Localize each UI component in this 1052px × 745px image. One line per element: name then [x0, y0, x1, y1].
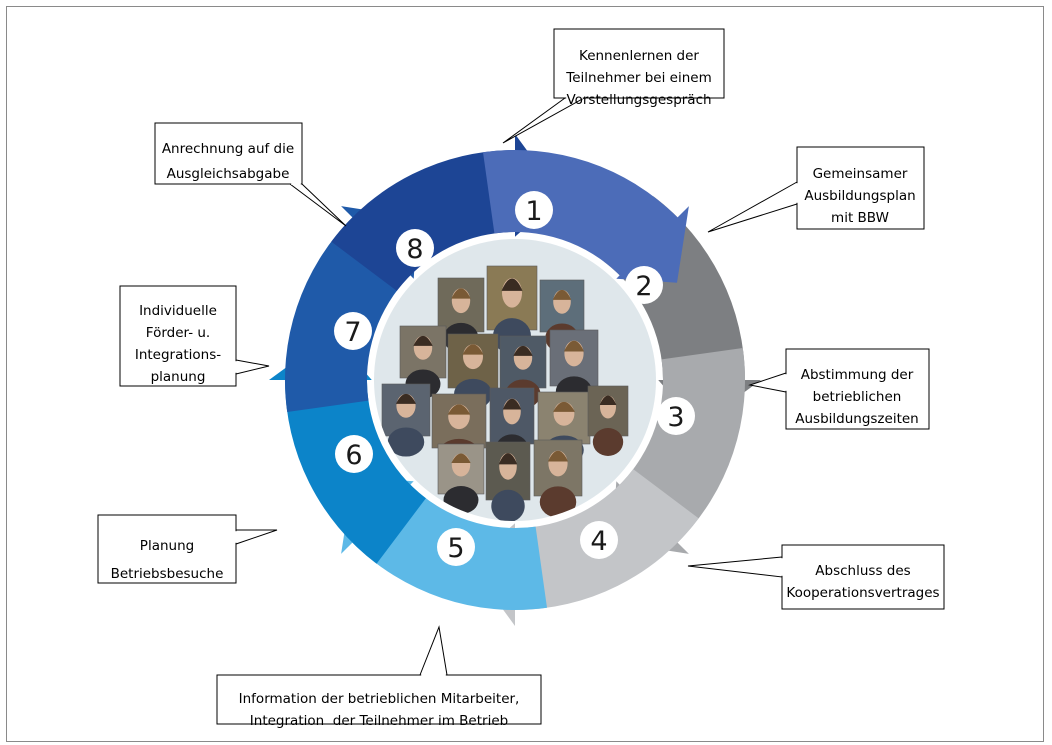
callout-line: Betriebsbesuche: [111, 566, 224, 582]
callout-line: Planung: [140, 538, 194, 554]
step-number: 5: [447, 533, 464, 564]
center-collage: [374, 239, 656, 521]
callout-text: Information der betrieblichen Mitarbeite…: [239, 691, 520, 729]
step-number: 6: [345, 440, 362, 471]
callout-line: Individuelle: [139, 303, 217, 319]
step-number: 3: [667, 402, 684, 433]
callout-line: Integrations-: [135, 347, 221, 363]
step-badge-6: 6: [335, 435, 373, 473]
callout-box: [796, 146, 925, 230]
callout-line: Kooperationsvertrages: [786, 585, 939, 601]
callout-line: Abschluss des: [815, 563, 910, 579]
callout-line: mit BBW: [831, 210, 889, 226]
callout-line: Teilnehmer bei einem: [565, 70, 711, 86]
callout-pointer: [419, 625, 448, 676]
participant-photo: [381, 383, 431, 457]
callout-pointer: [235, 529, 278, 545]
step-number: 1: [525, 196, 542, 227]
callout-step-5: Information der betrieblichen Mitarbeite…: [216, 625, 542, 729]
callout-line: Kennenlernen der: [579, 48, 699, 64]
cycle-segment-1: [483, 149, 689, 283]
callout-box: [97, 514, 237, 584]
callout-line: Ausbildungsplan: [804, 188, 915, 204]
callout-line: Abstimmung der: [801, 367, 914, 383]
step-badge-2: 2: [625, 266, 663, 304]
step-number: 4: [590, 526, 607, 557]
callout-box: [154, 122, 303, 185]
step-badge-8: 8: [396, 229, 434, 267]
callout-box: [119, 285, 237, 387]
callout-box: [216, 674, 542, 725]
participant-photo: [437, 443, 485, 514]
callout-box: [781, 544, 945, 610]
callout-line: betrieblichen: [813, 389, 902, 405]
step-number: 7: [344, 317, 361, 348]
step-badge-7: 7: [334, 312, 372, 350]
step-badge-3: 3: [657, 397, 695, 435]
diagram-frame: [6, 6, 1044, 742]
step-badges: 1 2 3 4 5 6 7 8: [334, 191, 695, 566]
callout-line: Ausbildungszeiten: [795, 411, 918, 427]
step-badge-1: 1: [515, 191, 553, 229]
step-number: 8: [406, 234, 423, 265]
step-badge-4: 4: [580, 521, 618, 559]
callout-pointer: [687, 556, 783, 578]
participant-photo: [587, 385, 629, 456]
callout-line: Gemeinsamer: [813, 166, 908, 182]
group-photo-collage: [381, 265, 629, 521]
callout-line: Vorstellungsgespräch: [566, 92, 711, 108]
callout-line: Anrechnung auf die: [162, 141, 294, 157]
callout-line: Integration der Teilnehmer im Betrieb: [250, 713, 508, 729]
callout-line: Information der betrieblichen Mitarbeite…: [239, 691, 520, 707]
participant-photo: [485, 441, 531, 521]
callout-pointer: [288, 183, 347, 227]
callout-line: Förder- u.: [146, 325, 210, 341]
callout-line: Ausgleichsabgabe: [167, 166, 290, 182]
callout-line: planung: [151, 369, 206, 385]
callout-box: [553, 28, 725, 99]
step-number: 2: [635, 271, 652, 302]
callout-pointer: [707, 181, 798, 233]
participant-photo: [533, 439, 583, 518]
callout-pointer: [235, 359, 270, 375]
step-badge-5: 5: [437, 528, 475, 566]
